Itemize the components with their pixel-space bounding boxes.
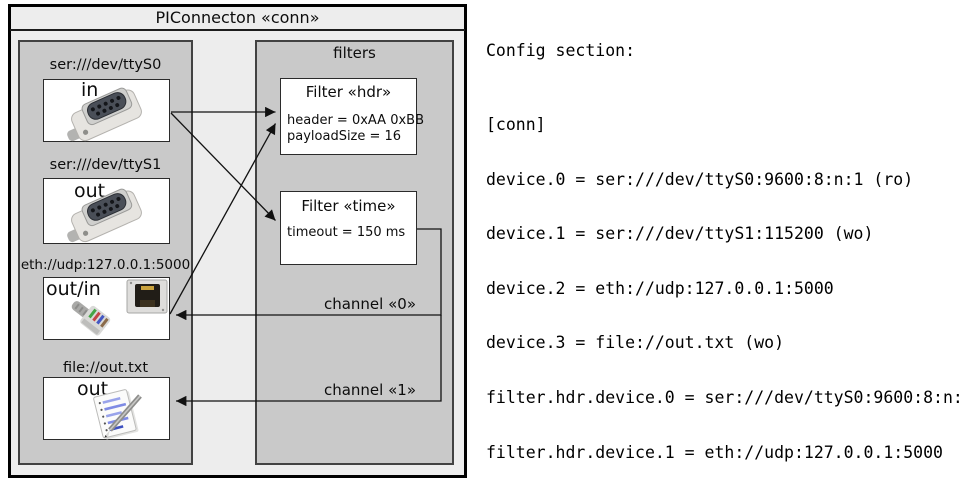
device-direction-label: out: [77, 378, 109, 400]
filter-hdr-attr-payloadsize: payloadSize = 16: [287, 129, 402, 144]
config-line: filter.hdr.device.0 = ser:///dev/ttyS0:9…: [486, 388, 964, 408]
filter-time-attr-timeout: timeout = 150 ms: [287, 225, 406, 240]
filter-hdr-attr-header: header = 0xAA 0xBB: [287, 113, 425, 128]
filters-group-title: filters: [333, 44, 376, 62]
filter-hdr-box: [280, 78, 417, 155]
filter-hdr-title: Filter «hdr»: [305, 83, 392, 101]
device-url-label: ser:///dev/ttyS0: [49, 57, 162, 73]
device-direction-label: out: [74, 180, 106, 202]
ethernet-connector-icon: [71, 279, 168, 336]
config-line: device.3 = file://out.txt (wo): [486, 333, 785, 353]
device-url-label: file://out.txt: [62, 360, 149, 376]
config-line: filter.hdr.device.1 = eth://udp:127.0.0.…: [486, 442, 943, 462]
config-line: device.0 = ser:///dev/ttyS0:9600:8:n:1 (…: [486, 169, 914, 189]
serial-connector-icon: [67, 188, 142, 243]
config-line: device.1 = ser:///dev/ttyS1:115200 (wo): [486, 224, 874, 244]
config-line: device.2 = eth://udp:127.0.0.1:5000: [486, 278, 834, 298]
config-heading: Config section:: [486, 41, 636, 61]
channel-1-label: channel «1»: [323, 381, 416, 399]
component-title: PIConnecton «conn»: [155, 8, 320, 27]
serial-connector-icon: [67, 87, 142, 142]
title-separator: [10, 29, 465, 31]
device-direction-label: in: [81, 79, 99, 101]
notepad-icon: [93, 389, 142, 440]
device-direction-label: out/in: [46, 278, 101, 300]
config-line: [conn]: [486, 115, 546, 135]
device-url-label: eth://udp:127.0.0.1:5000: [20, 257, 191, 273]
device-url-label: ser:///dev/ttyS1: [49, 157, 162, 173]
channel-0-label: channel «0»: [323, 295, 416, 313]
config-section: Config section: [conn] device.0 = ser://…: [486, 6, 964, 484]
filter-time-title: Filter «time»: [301, 197, 396, 215]
